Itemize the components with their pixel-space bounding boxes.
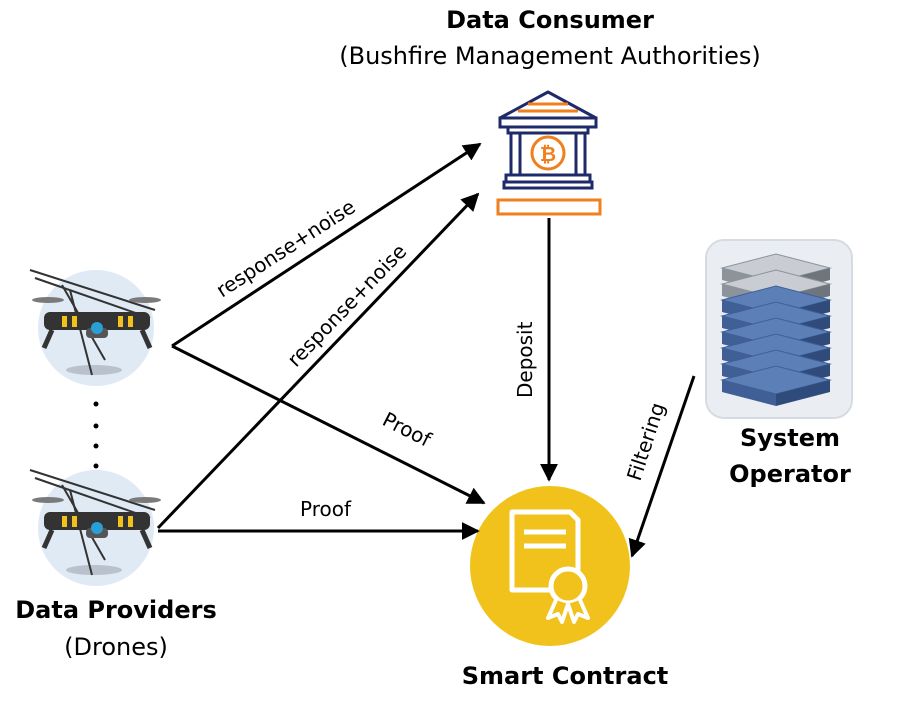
edge-label-deposit: Deposit — [513, 321, 537, 398]
drone-icon — [29, 269, 161, 386]
edge-label-proof-1: Proof — [379, 407, 436, 452]
server-rack-icon — [705, 239, 853, 419]
system-operator-title-line1: System — [740, 424, 840, 452]
edge-label-response-noise-2: response+noise — [282, 239, 411, 371]
data-providers-title: Data Providers — [15, 596, 217, 624]
svg-text:₿: ₿ — [540, 142, 556, 166]
smart-contract-title: Smart Contract — [461, 662, 669, 690]
edge-label-proof-2: Proof — [300, 497, 352, 521]
edge-label-response-noise-1: response+noise — [212, 194, 360, 302]
ellipsis-dots — [93, 401, 99, 469]
edge-drone2-to-consumer — [156, 192, 480, 530]
data-providers-subtitle: (Drones) — [64, 633, 168, 661]
data-consumer-subtitle: (Bushfire Management Authorities) — [339, 42, 761, 70]
bank-bitcoin-icon: ₿ — [496, 90, 602, 216]
system-operator-title-line2: Operator — [729, 460, 851, 488]
edges — [156, 142, 696, 558]
drone-icon — [29, 469, 161, 586]
certificate-icon — [470, 486, 630, 646]
edge-drone1-to-contract — [171, 344, 486, 505]
edge-operator-to-contract — [628, 375, 696, 558]
edge-drone1-to-consumer — [171, 142, 482, 348]
data-consumer-title: Data Consumer — [446, 6, 654, 34]
